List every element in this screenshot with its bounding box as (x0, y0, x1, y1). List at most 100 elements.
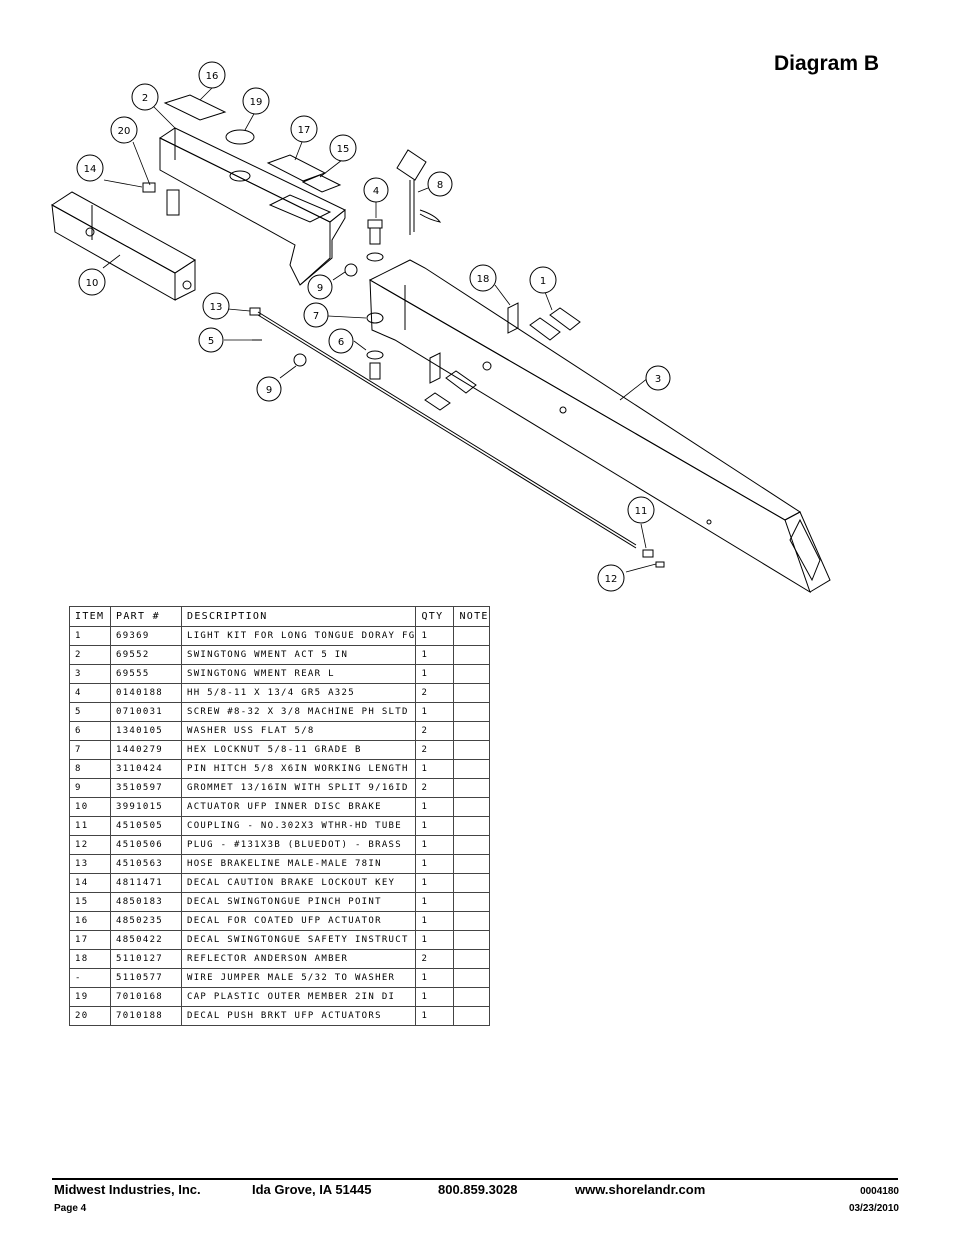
cell-description: HEX LOCKNUT 5/8-11 GRADE B (180, 740, 417, 760)
exploded-parts-diagram: 16 2 19 20 17 15 14 4 8 10 9 18 1 13 7 5… (51, 61, 831, 594)
bolt-4b (369, 362, 381, 380)
svg-text:3: 3 (655, 374, 661, 385)
reflector-18 (507, 302, 519, 334)
cell-qty: 1 (415, 702, 455, 722)
cell-note (453, 740, 490, 760)
svg-text:15: 15 (337, 144, 350, 155)
callout-5: 5 (198, 327, 224, 353)
callout-12: 12 (597, 564, 625, 592)
cell-note (453, 683, 490, 703)
footer-phone: 800.859.3028 (438, 1182, 518, 1197)
cell-item: 17 (69, 930, 111, 950)
svg-text:14: 14 (84, 164, 97, 175)
svg-text:1: 1 (540, 276, 546, 287)
cell-part-number: 3991015 (110, 797, 182, 817)
callout-9a: 9 (307, 274, 333, 300)
callout-4: 4 (363, 177, 389, 203)
cell-item: - (69, 968, 111, 988)
callout-1: 1 (529, 266, 557, 294)
cell-qty: 1 (415, 892, 455, 912)
cell-description: PLUG - #131X3B (BLUEDOT) - BRASS (180, 835, 417, 855)
cell-item: 9 (69, 778, 111, 798)
washer-6 (366, 350, 384, 360)
cell-qty: 1 (415, 968, 455, 988)
plug-12 (655, 561, 665, 568)
cell-part-number: 4850422 (110, 930, 182, 950)
svg-text:11: 11 (635, 506, 648, 517)
svg-text:4: 4 (373, 186, 379, 197)
cell-description: CAP PLASTIC OUTER MEMBER 2IN DI (180, 987, 417, 1007)
callout-18: 18 (469, 264, 497, 292)
cell-qty: 2 (415, 683, 455, 703)
callout-7: 7 (303, 302, 329, 328)
decal-15 (301, 174, 342, 193)
cell-item: 20 (69, 1006, 111, 1026)
callout-11: 11 (627, 496, 655, 524)
cell-qty: 1 (415, 664, 455, 684)
cell-item: 3 (69, 664, 111, 684)
cell-note (453, 911, 490, 931)
cell-description: SWINGTONG WMENT REAR L (180, 664, 417, 684)
cell-description: GROMMET 13/16IN WITH SPLIT 9/16ID (180, 778, 417, 798)
cell-part-number: 4811471 (110, 873, 182, 893)
decal-14 (142, 182, 156, 193)
cell-item: 13 (69, 854, 111, 874)
reflector-18b (429, 352, 441, 384)
decal-16 (163, 94, 227, 121)
cell-note (453, 892, 490, 912)
cell-qty: 2 (415, 778, 455, 798)
decal-20 (166, 189, 180, 216)
cell-item: 16 (69, 911, 111, 931)
cell-note (453, 626, 490, 646)
cell-description: ACTUATOR UFP INNER DISC BRAKE (180, 797, 417, 817)
cell-description: PIN HITCH 5/8 X6IN WORKING LENGTH (180, 759, 417, 779)
cell-description: SCREW #8-32 X 3/8 MACHINE PH SLTD (180, 702, 417, 722)
callout-10: 10 (78, 268, 106, 296)
cell-qty: 1 (415, 645, 455, 665)
leader-lines (102, 87, 657, 573)
callout-2: 2 (131, 83, 159, 111)
svg-text:10: 10 (86, 278, 99, 289)
callout-8: 8 (427, 171, 453, 197)
callout-9b: 9 (256, 376, 282, 402)
callout-17: 17 (290, 115, 318, 143)
cell-qty: 1 (415, 626, 455, 646)
coupling-11 (642, 549, 654, 558)
svg-text:20: 20 (118, 126, 131, 137)
cell-qty: 1 (415, 873, 455, 893)
header-qty: QTY (415, 606, 455, 627)
cell-item: 10 (69, 797, 111, 817)
callout-14: 14 (76, 154, 104, 182)
hitch-pin-8 (396, 149, 442, 235)
cell-note (453, 797, 490, 817)
svg-text:5: 5 (208, 336, 214, 347)
cell-note (453, 930, 490, 950)
cell-qty: 1 (415, 816, 455, 836)
svg-text:6: 6 (338, 337, 344, 348)
cell-description: DECAL CAUTION BRAKE LOCKOUT KEY (180, 873, 417, 893)
brake-hose-13 (249, 307, 637, 549)
footer-page: Page 4 (54, 1203, 87, 1214)
callout-20: 20 (110, 116, 138, 144)
cell-part-number: 5110577 (110, 968, 182, 988)
cell-item: 5 (69, 702, 111, 722)
svg-text:2: 2 (142, 93, 148, 104)
svg-text:13: 13 (210, 302, 223, 313)
callout-13: 13 (202, 292, 230, 320)
cell-qty: 2 (415, 740, 455, 760)
callout-15: 15 (329, 134, 357, 162)
svg-text:18: 18 (477, 274, 490, 285)
cell-note (453, 702, 490, 722)
